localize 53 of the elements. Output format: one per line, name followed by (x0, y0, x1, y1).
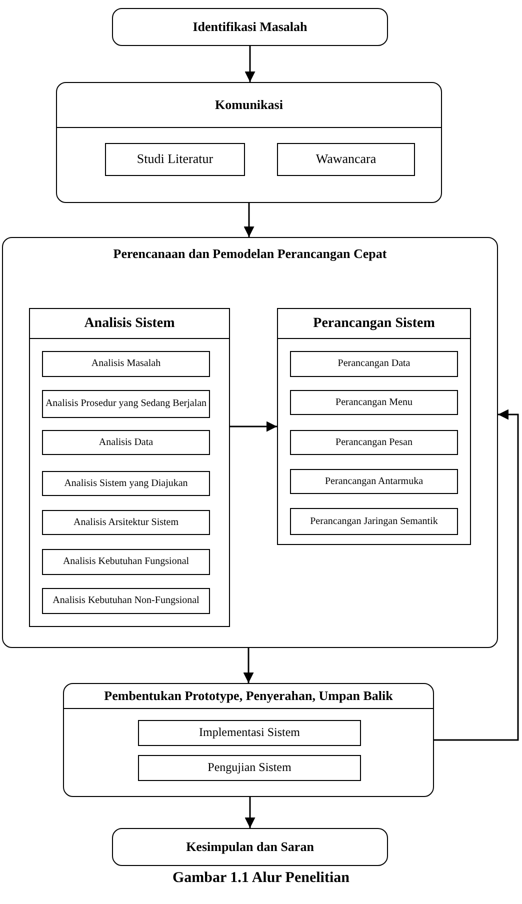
group-title: Perencanaan dan Pemodelan Perancangan Cepat (112, 245, 388, 263)
node-label: Pengujian Sistem (208, 761, 292, 775)
group-box (56, 82, 442, 203)
node-label: Analisis Kebutuhan Fungsional (62, 556, 190, 568)
arrow (244, 797, 256, 828)
node-label: Analisis Masalah (91, 358, 161, 370)
group-box (2, 237, 498, 648)
process-box (42, 430, 210, 455)
arrow (244, 46, 256, 82)
node-label: Analisis Kebutuhan Non-Fungsional (52, 595, 200, 607)
arrow (244, 203, 254, 237)
figure-caption: Gambar 1.1 Alur Penelitian (172, 870, 350, 887)
node-label: Kesimpulan dan Saran (186, 840, 314, 854)
process-box (290, 469, 458, 494)
group-box (277, 308, 471, 545)
process-box (138, 720, 361, 746)
node-label: Studi Literatur (136, 152, 214, 167)
process-box (42, 471, 210, 496)
node-label: Analisis Prosedur yang Sedang Berjalan (45, 398, 207, 410)
arrow (243, 648, 254, 683)
arrow (434, 409, 519, 741)
node-label: Implementasi Sistem (199, 726, 300, 740)
node-label: Wawancara (316, 152, 376, 167)
group-title: Analisis Sistem (30, 309, 229, 339)
process-box (42, 390, 210, 418)
group-box (63, 683, 434, 797)
node-label: Perancangan Antarmuka (324, 476, 424, 488)
node-label: Analisis Sistem yang Diajukan (64, 478, 188, 490)
process-box (290, 430, 458, 455)
group-title: Pembentukan Prototype, Penyerahan, Umpan Balik (64, 684, 433, 709)
process-box (42, 351, 210, 377)
process-box (138, 755, 361, 781)
process-box (290, 508, 458, 535)
end-box (112, 828, 388, 866)
node-label: Identifikasi Masalah (192, 20, 308, 34)
group-title: Perancangan Sistem (278, 309, 470, 339)
node-label: Perancangan Menu (336, 396, 412, 408)
group-box (29, 308, 230, 627)
process-box (105, 143, 245, 176)
node-label: Perancangan Pesan (336, 436, 412, 448)
process-box (290, 351, 458, 377)
process-box (290, 390, 458, 415)
process-box (42, 588, 210, 614)
arrow (230, 421, 277, 432)
process-box (42, 549, 210, 575)
process-box (42, 510, 210, 535)
node-label: Perancangan Data (338, 358, 410, 370)
node-label: Analisis Data (98, 436, 154, 448)
group-title: Komunikasi (57, 83, 441, 128)
process-box (277, 143, 415, 176)
start-box (112, 8, 388, 46)
node-label: Perancangan Jaringan Semantik (310, 516, 438, 528)
node-label: Analisis Arsitektur Sistem (74, 516, 178, 528)
